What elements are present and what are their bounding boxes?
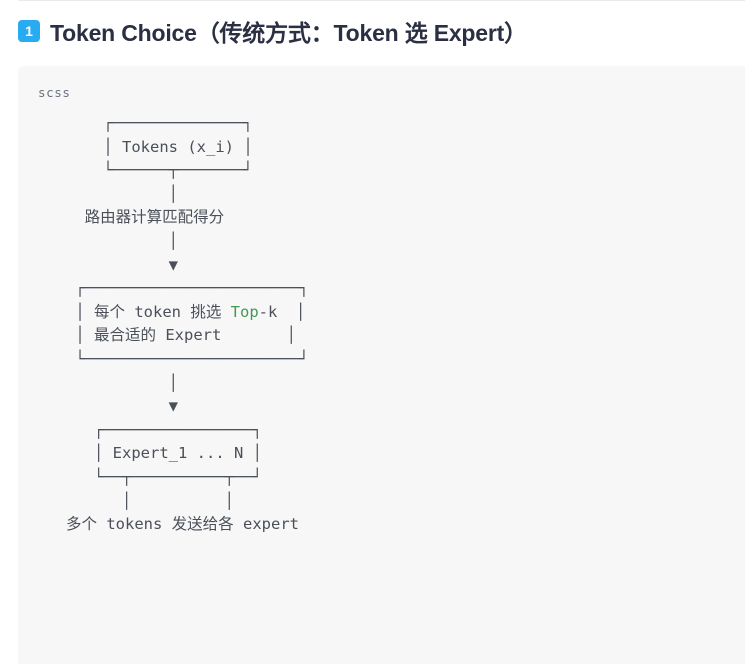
box-topk-bottom: └───────────────────────┘: [75, 349, 309, 368]
box-experts-body: │ Expert_1 ... N │: [94, 444, 262, 463]
box-tokens-bottom: └──────┬───────┘: [103, 161, 253, 180]
section-number-badge: 1: [18, 20, 40, 42]
edge-label-router: 路由器计算匹配得分: [84, 208, 225, 227]
arrow-down-1: ▼: [168, 255, 178, 274]
node-label-experts: Expert_1 ... N: [112, 444, 244, 463]
box-tokens-top: ┌──────────────┐: [103, 114, 253, 132]
edge-line-3: │: [168, 373, 178, 392]
box-topk-line2: │ 最合适的 Expert │: [75, 326, 296, 345]
edge-line-2: │: [168, 231, 178, 250]
box-tokens-body: │ Tokens (x_i) │: [103, 137, 253, 156]
box-experts-top: ┌────────────────┐: [94, 420, 262, 439]
ascii-flowchart: ┌──────────────┐ │ Tokens (x_i) │ └─────…: [38, 112, 309, 537]
box-experts-bottom: └──┬──────────┬──┘: [94, 467, 262, 486]
keyword-top: Top: [230, 302, 259, 321]
code-block: scss ┌──────────────┐ │ Tokens (x_i) │ └…: [18, 66, 745, 664]
top-divider: [18, 0, 745, 1]
box-topk-line1: │ 每个 token 挑选 Top-k │: [75, 302, 306, 321]
diagram-body: ┌──────────────┐ │ Tokens (x_i) │ └─────…: [38, 114, 309, 533]
section-heading: 1 Token Choice（传统方式：Token 选 Expert）: [0, 0, 745, 46]
node-label-tokens: Tokens (x_i): [122, 137, 234, 156]
arrow-down-2: ▼: [168, 397, 178, 416]
edge-label-dispatch: 多个 tokens 发送给各 expert: [66, 515, 299, 534]
branch-lines: │ │: [122, 491, 234, 510]
edge-line-1: │: [168, 184, 178, 203]
code-language-label: scss: [38, 85, 71, 100]
box-topk-top: ┌───────────────────────┐: [75, 279, 309, 298]
page-title: Token Choice（传统方式：Token 选 Expert）: [50, 20, 527, 46]
